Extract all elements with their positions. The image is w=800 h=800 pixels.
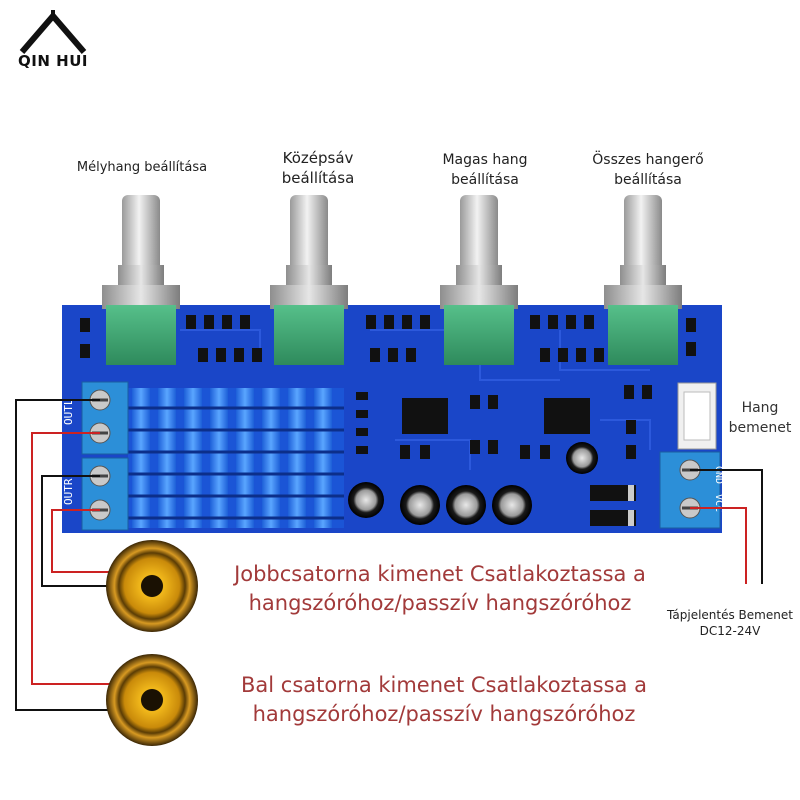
brand-name: QIN HUI (18, 52, 88, 70)
pot-bass (102, 195, 180, 365)
pot-mid (270, 195, 348, 365)
gnd-marking: GND (713, 466, 724, 484)
brand-logo: QIN HUI (8, 8, 98, 70)
right-output-label: Jobbcsatorna kimenet Csatlakoztassa a ha… (234, 562, 646, 615)
speaker-wires (15, 399, 112, 711)
op-amp-chip-2 (544, 398, 590, 434)
left-speaker-icon (106, 654, 198, 746)
vcc-marking: VCC (713, 494, 724, 512)
pot-volume (604, 195, 682, 365)
pot-treble (440, 195, 518, 365)
op-amp-chip-1 (402, 398, 448, 434)
knob-label-treble: Magas hang beállítása (442, 152, 528, 188)
power-wires (690, 469, 763, 584)
left-output-label: Bal csatorna kimenet Csatlakoztassa a ha… (241, 673, 647, 726)
heatsink-fins (132, 388, 332, 528)
heatsink-grooves (128, 406, 344, 520)
out-l-marking: OUTL (62, 398, 75, 425)
audio-input-label: Hang bemenet (728, 400, 792, 436)
right-speaker-icon (106, 540, 198, 632)
knob-label-mid: Középsáv beállítása (281, 149, 355, 187)
capacitors (348, 442, 598, 525)
smd-components (80, 315, 696, 459)
house-logo-icon (19, 10, 87, 54)
knob-label-volume: Összes hangerő beállítása (592, 152, 704, 188)
diodes (590, 485, 636, 526)
power-terminal-block (659, 451, 721, 529)
power-input-label: Tápjelentés Bemenet DC12-24V (667, 608, 793, 638)
out-r-marking: OUTR (62, 478, 75, 505)
knob-label-bass: Mélyhang beállítása (76, 160, 208, 175)
